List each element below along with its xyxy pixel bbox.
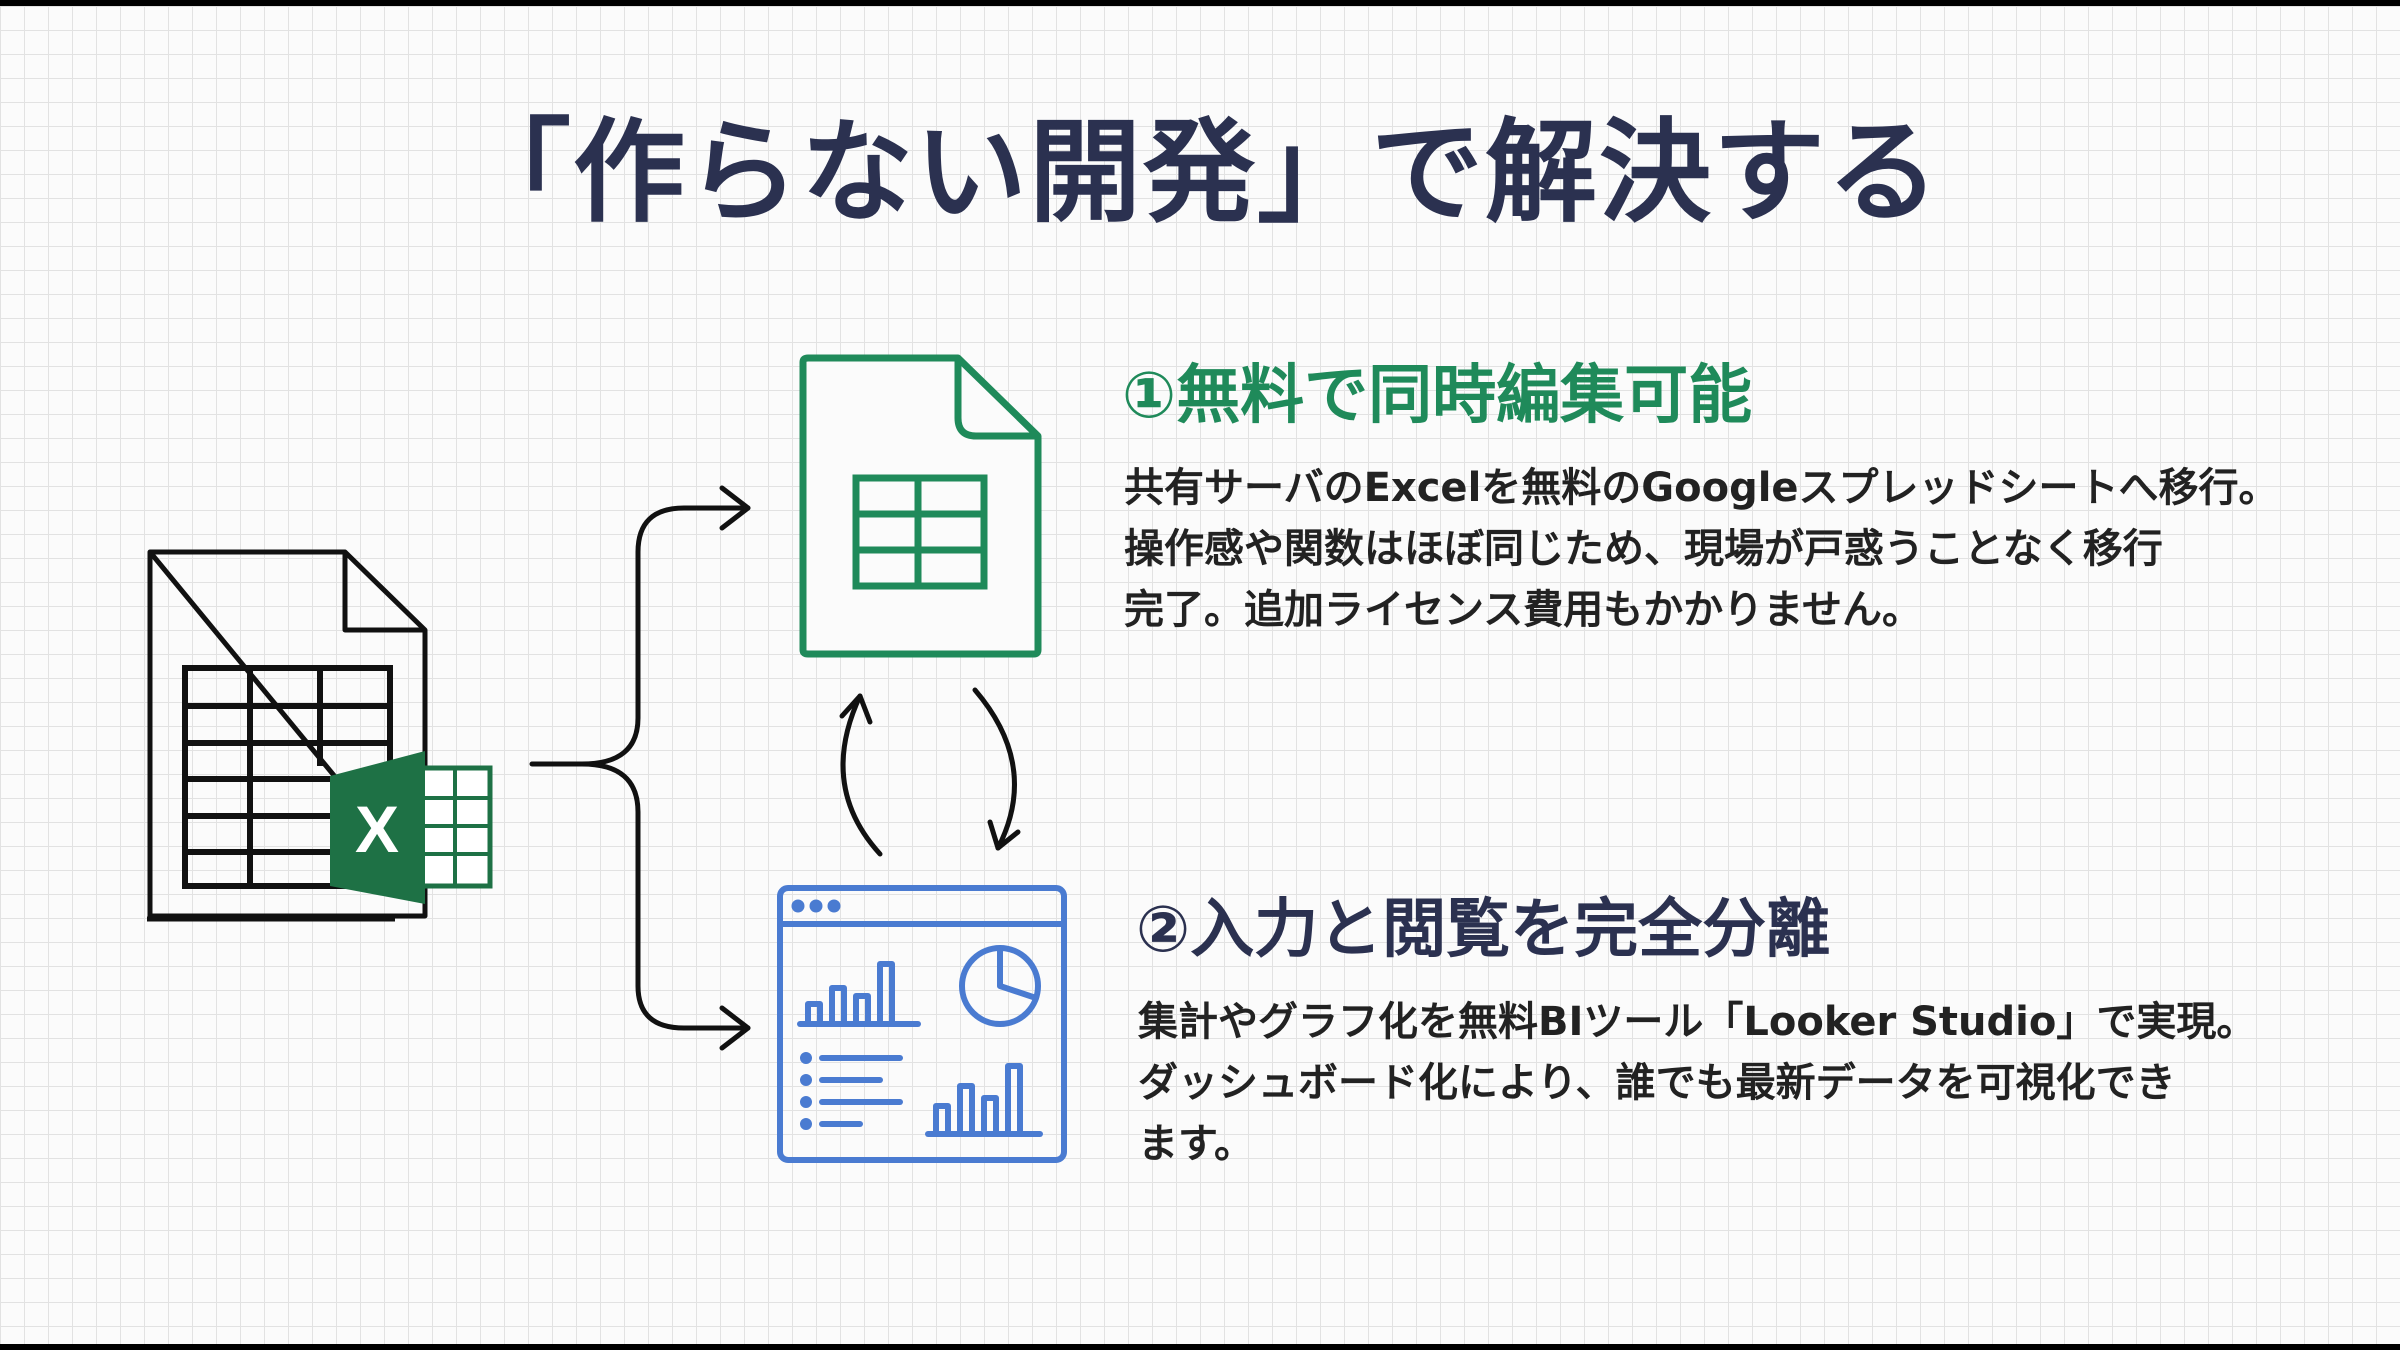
looker-dashboard-icon [777, 885, 1067, 1163]
excel-file-icon: X [147, 549, 493, 922]
sync-arrows-icon [839, 687, 1021, 857]
point-1-heading: ①無料で同時編集可能 [1122, 359, 1753, 433]
sync-arrow-up [840, 693, 883, 857]
point-2-heading: ②入力と閲覧を完全分離 [1136, 893, 1831, 967]
branch-trunk [529, 505, 751, 767]
page-title: 「作らない開発」で解決する [459, 108, 1941, 238]
excel-logo-letter: X [355, 792, 399, 866]
branch-arrows [529, 485, 751, 1051]
arrow-head-top [719, 485, 751, 531]
branch-lower [579, 761, 751, 1031]
point-1-body: 共有サーバのExcelを無料のGoogleスプレッドシートへ移行。 操作感や関数… [1124, 465, 2279, 633]
arrow-head-bottom [719, 1005, 751, 1051]
sync-arrow-down [972, 687, 1017, 851]
slide: 「作らない開発」で解決する X [0, 6, 2400, 1344]
diagram: X [147, 354, 1067, 1163]
point-2-body: 集計やグラフ化を無料BIツール「Looker Studio」で実現。 ダッシュボ… [1138, 999, 2257, 1167]
google-sheets-icon [799, 354, 1042, 658]
